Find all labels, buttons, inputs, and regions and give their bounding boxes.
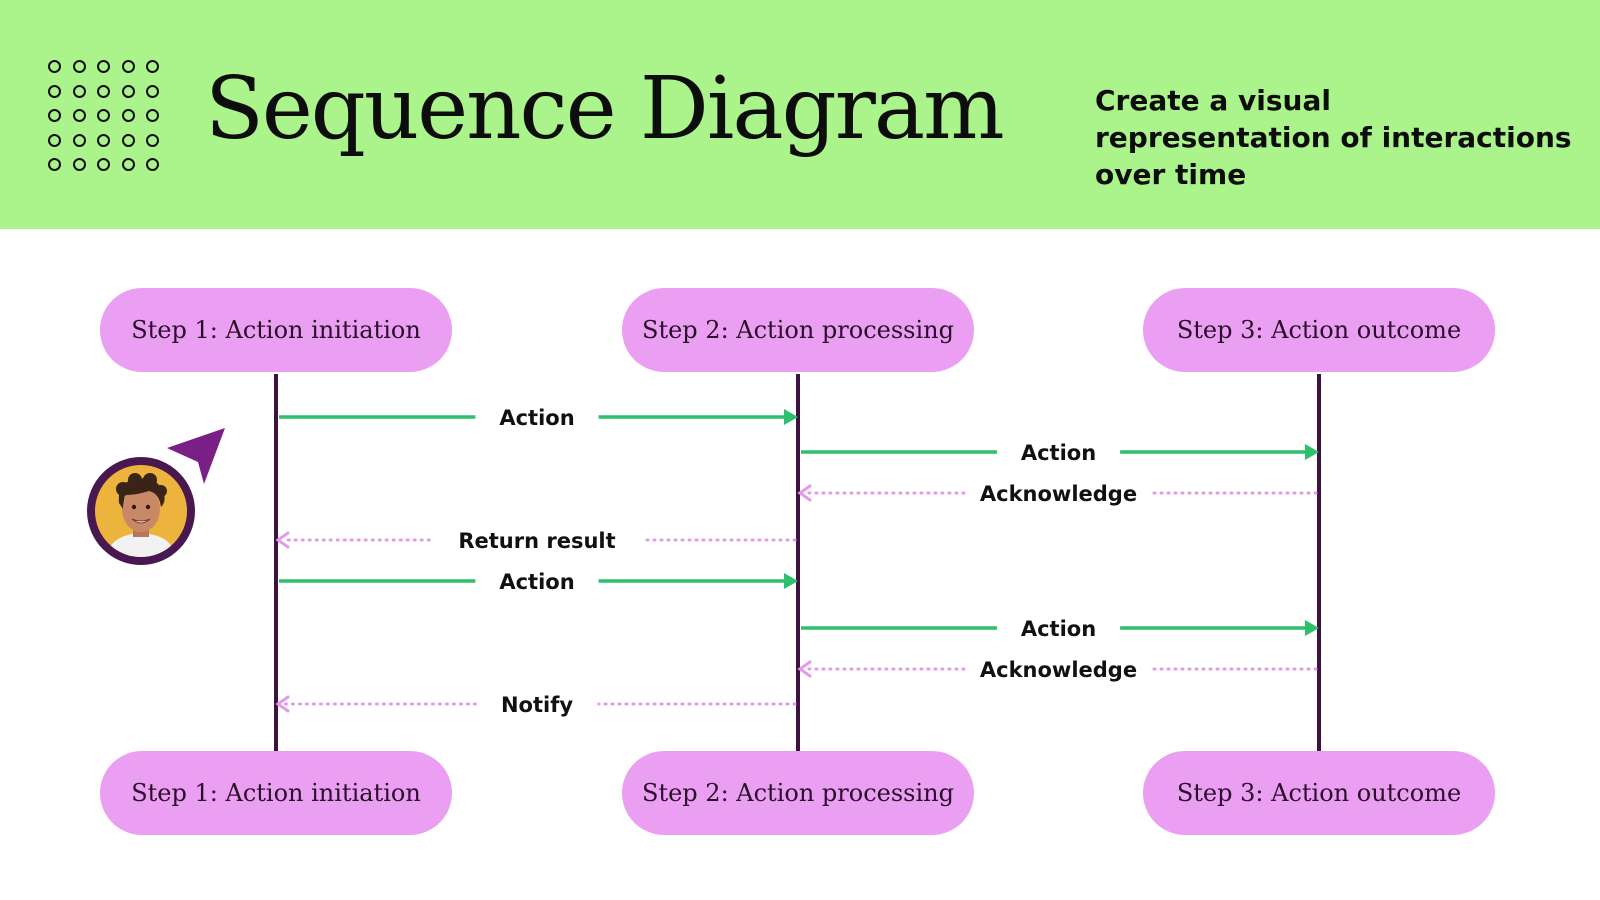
dot-decoration xyxy=(97,133,111,147)
message-label: Return result xyxy=(458,529,615,553)
participant-top-step-1: Step 1: Action initiation xyxy=(100,288,452,372)
dot-decoration xyxy=(121,109,135,123)
dot-decoration xyxy=(97,158,111,172)
dot-decoration xyxy=(72,84,86,98)
participant-top-step-3: Step 3: Action outcome xyxy=(1143,288,1495,372)
dot-decoration xyxy=(146,133,160,147)
message-8: Notify xyxy=(275,693,797,717)
dot-decoration xyxy=(48,158,61,172)
arrowhead-icon xyxy=(1305,444,1319,460)
message-6: Action xyxy=(801,617,1319,641)
dot-decoration xyxy=(97,60,111,73)
message-1: Action xyxy=(279,406,798,430)
message-2: Action xyxy=(801,441,1319,465)
message-label: Action xyxy=(1021,441,1096,465)
page-title: Sequence Diagram xyxy=(205,59,1005,159)
dot-decoration xyxy=(146,109,160,123)
message-7: Acknowledge xyxy=(797,658,1318,682)
message-label: Acknowledge xyxy=(980,658,1137,682)
open-arrowhead-icon xyxy=(797,660,812,678)
message-4: Return result xyxy=(275,529,797,553)
dot-decoration xyxy=(146,158,160,172)
message-label: Action xyxy=(499,406,574,430)
message-label: Action xyxy=(499,570,574,594)
dot-decoration xyxy=(72,109,86,123)
message-label: Action xyxy=(1021,617,1096,641)
open-arrowhead-icon xyxy=(275,531,290,549)
dot-decoration xyxy=(146,84,160,98)
dot-decoration xyxy=(97,84,111,98)
message-5: Action xyxy=(279,570,798,594)
message-label: Acknowledge xyxy=(980,482,1137,506)
participant-bottom-step-1: Step 1: Action initiation xyxy=(100,751,452,835)
person-photo-icon xyxy=(95,465,187,557)
dot-decoration xyxy=(72,158,86,172)
dot-decoration xyxy=(72,133,86,147)
header-banner: Sequence Diagram Create a visual represe… xyxy=(0,0,1600,229)
participant-bottom-step-2: Step 2: Action processing xyxy=(622,751,974,835)
dot-decoration xyxy=(72,60,86,73)
participant-top-step-2: Step 2: Action processing xyxy=(622,288,974,372)
dot-decoration xyxy=(121,133,135,147)
arrowhead-icon xyxy=(784,409,798,425)
dot-decoration xyxy=(97,109,111,123)
dot-decoration xyxy=(48,109,61,123)
open-arrowhead-icon xyxy=(797,484,812,502)
dot-grid-decoration xyxy=(48,60,171,183)
arrowhead-icon xyxy=(784,573,798,589)
message-label: Notify xyxy=(501,693,573,717)
dot-decoration xyxy=(121,60,135,73)
open-arrowhead-icon xyxy=(275,695,290,713)
dot-decoration xyxy=(146,60,160,73)
cursor-arrow-icon xyxy=(167,428,225,484)
page-subtitle: Create a visual representation of intera… xyxy=(1095,84,1572,191)
avatar xyxy=(87,457,195,565)
dot-decoration xyxy=(48,84,61,98)
arrowhead-icon xyxy=(1305,620,1319,636)
dot-decoration xyxy=(48,133,61,147)
participant-bottom-step-3: Step 3: Action outcome xyxy=(1143,751,1495,835)
dot-decoration xyxy=(121,158,135,172)
message-3: Acknowledge xyxy=(797,482,1318,506)
dot-decoration xyxy=(48,60,61,73)
dot-decoration xyxy=(121,84,135,98)
